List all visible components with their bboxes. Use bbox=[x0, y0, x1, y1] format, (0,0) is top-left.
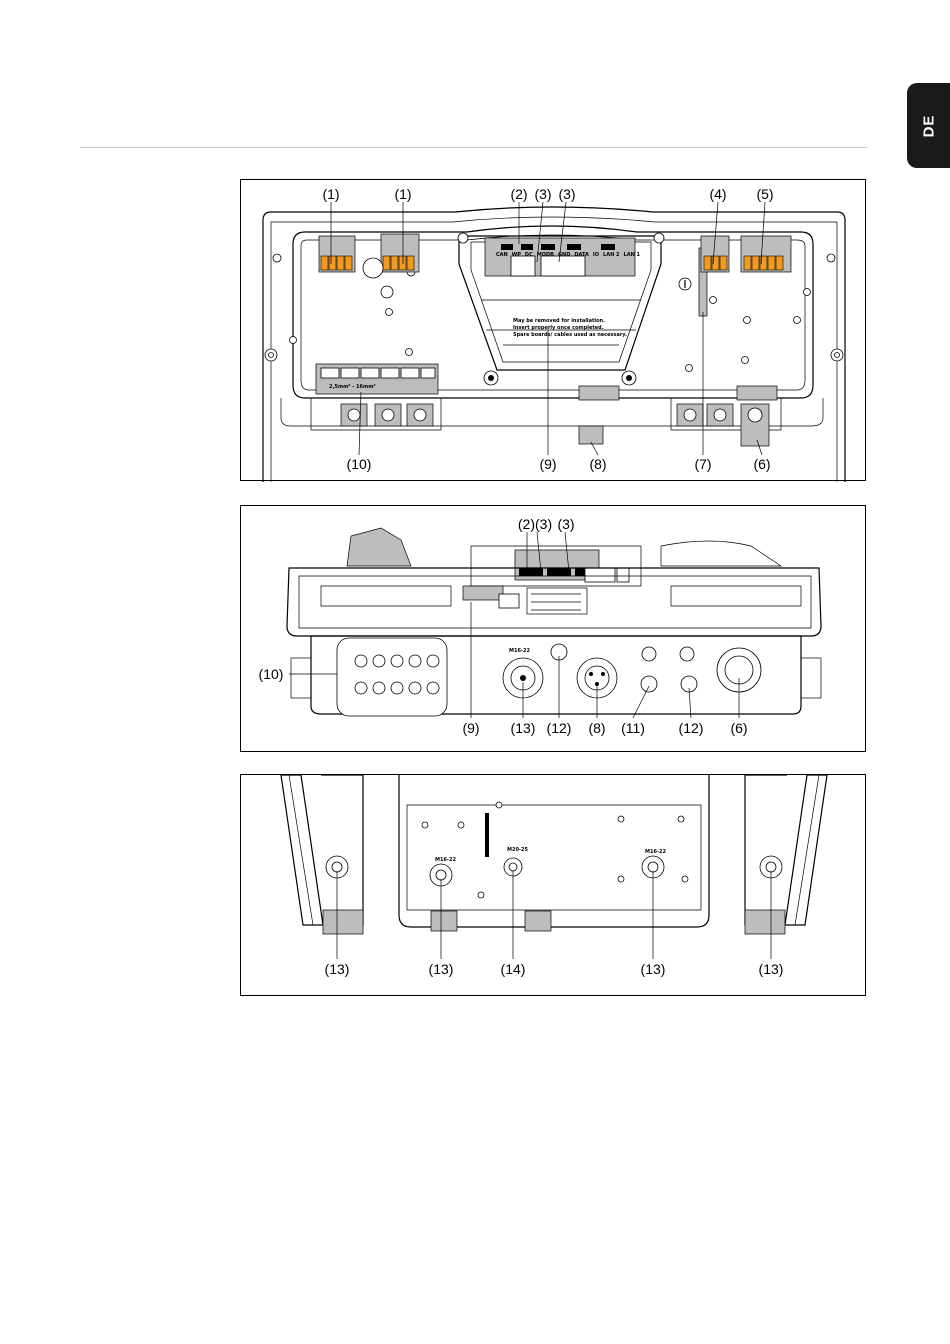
board-label-modb: MODB bbox=[536, 252, 554, 258]
cover-text-1: May be removed for installation. bbox=[513, 318, 605, 324]
ac-terminal-group-2 bbox=[362, 233, 420, 279]
callout-12a: (12) bbox=[546, 720, 572, 736]
callout-1a: (1) bbox=[322, 186, 340, 202]
pe-terminal-strip: 2,5mm² - 16mm² bbox=[315, 363, 439, 395]
callout-10: (10) bbox=[346, 456, 372, 472]
figure-3-leader-lines bbox=[336, 871, 772, 959]
data-board-cover: May be removed for installation. Insert … bbox=[457, 232, 665, 386]
figure-2-leader-lines bbox=[289, 531, 740, 719]
callout-7: (7) bbox=[694, 456, 712, 472]
bottom-glands-right bbox=[676, 385, 778, 447]
callout-3: (3) bbox=[557, 516, 575, 532]
figure-1-drawing: 2,5mm² - 16mm² May be removed for instal… bbox=[262, 201, 846, 482]
callout-5: (5) bbox=[756, 186, 774, 202]
figure-3-side-and-back-views: M16-22 M20-25 M16-22 (13) (13) (14) (13)… bbox=[240, 774, 866, 996]
terminal-text: 2,5mm² - 16mm² bbox=[329, 384, 376, 390]
callout-2-3: (2)(3) bbox=[517, 516, 553, 532]
callout-6: (6) bbox=[753, 456, 771, 472]
board-label-dc: DC bbox=[524, 252, 533, 258]
figure-1-leader-lines bbox=[330, 201, 766, 456]
housing-text-right: M16-22 bbox=[645, 849, 666, 855]
board-label-io: IO bbox=[592, 252, 600, 258]
board-labels: CAN WP DC MODB GND DATA IO LAN 2 LAN 1 bbox=[496, 252, 640, 258]
knockout-11b bbox=[679, 646, 695, 662]
bottom-glands-left bbox=[340, 403, 434, 427]
callout-1b: (1) bbox=[394, 186, 412, 202]
right-side-view bbox=[744, 775, 828, 935]
callout-3b: (3) bbox=[558, 186, 576, 202]
board-label-can: CAN bbox=[496, 252, 508, 258]
screw-holes bbox=[264, 253, 844, 372]
callout-10: (10) bbox=[258, 666, 284, 682]
back-view: M16-22 M20-25 M16-22 bbox=[398, 775, 710, 932]
language-tab-label: DE bbox=[920, 114, 937, 137]
callout-13b: (13) bbox=[428, 961, 454, 977]
housing-text-center: M20-25 bbox=[507, 847, 528, 853]
callout-13c: (13) bbox=[640, 961, 666, 977]
housing-text-left: M16-22 bbox=[435, 857, 456, 863]
knockout-11c bbox=[640, 675, 658, 693]
callout-4: (4) bbox=[709, 186, 727, 202]
callout-9: (9) bbox=[462, 720, 480, 736]
board-label-lan2: LAN 2 bbox=[603, 252, 620, 258]
callout-2: (2) bbox=[510, 186, 528, 202]
figure-2-drawing: M16-22 bbox=[286, 527, 822, 719]
callout-12b: (12) bbox=[678, 720, 704, 736]
cover-text-2: Insert properly once completed. bbox=[513, 325, 604, 331]
board-label-lan1: LAN 1 bbox=[623, 252, 640, 258]
cable-gland-8 bbox=[576, 657, 618, 699]
callout-6: (6) bbox=[730, 720, 748, 736]
callout-14: (14) bbox=[500, 961, 526, 977]
cover-text-3: Spare boards/ cables used as necessary. bbox=[513, 332, 627, 338]
callout-8: (8) bbox=[588, 720, 606, 736]
header-rule bbox=[80, 147, 868, 148]
callout-13: (13) bbox=[510, 720, 536, 736]
language-tab: DE bbox=[907, 83, 950, 168]
terminal-group-5 bbox=[740, 235, 792, 273]
board-label-wp: WP bbox=[511, 252, 521, 258]
board-label-data: DATA bbox=[574, 252, 589, 258]
callout-13d: (13) bbox=[758, 961, 784, 977]
callout-9: (9) bbox=[539, 456, 557, 472]
ac-terminal-group-1 bbox=[318, 235, 356, 273]
figure-1-front-open-view: 2,5mm² - 16mm² May be removed for instal… bbox=[240, 179, 866, 482]
callout-11: (11) bbox=[621, 720, 645, 736]
figure-2-bottom-view: M16-22 bbox=[240, 505, 866, 752]
callout-3a: (3) bbox=[534, 186, 552, 202]
board-label-gnd: GND bbox=[557, 252, 571, 258]
housing-text-m16: M16-22 bbox=[509, 648, 530, 654]
left-side-view bbox=[280, 775, 364, 935]
figure-3-drawing: M16-22 M20-25 M16-22 bbox=[280, 775, 828, 959]
callout-13a: (13) bbox=[324, 961, 350, 977]
knockout-11a bbox=[641, 646, 657, 662]
cable-gland-8 bbox=[578, 425, 604, 445]
callout-8: (8) bbox=[589, 456, 607, 472]
plug-block-10 bbox=[336, 637, 448, 717]
